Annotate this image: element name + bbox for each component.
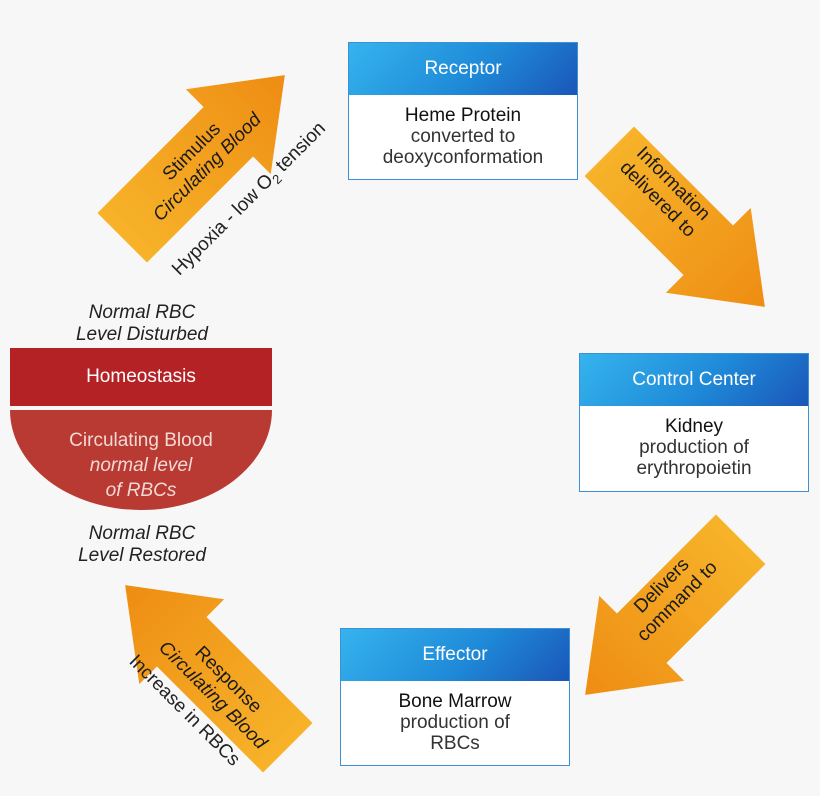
disturbed-line2: Level Disturbed: [75, 324, 209, 345]
control-center-box: Control Center Kidney production of eryt…: [579, 353, 809, 492]
delivers-arrow: [585, 514, 766, 695]
homeostasis-line1: Circulating Blood: [69, 430, 213, 451]
stimulus-arrow: [97, 75, 285, 263]
homeostasis-shape: [10, 348, 272, 510]
restored-note: Normal RBC Level Restored: [22, 523, 262, 567]
effector-line3: RBCs: [430, 733, 480, 754]
receptor-title: Receptor: [349, 43, 577, 95]
homeostasis-body: Circulating Blood normal level of RBCs: [10, 428, 272, 503]
control-center-line2: production of: [639, 437, 749, 458]
receptor-line2: converted to: [410, 126, 516, 147]
homeostasis-line2: normal level: [89, 455, 193, 476]
control-center-title: Control Center: [580, 354, 808, 406]
information-arrow: [584, 126, 765, 307]
control-center-line1: Kidney: [664, 416, 724, 437]
disturbed-line1: Normal RBC: [88, 302, 196, 323]
receptor-line1: Heme Protein: [404, 105, 522, 126]
receptor-box: Receptor Heme Protein converted to deoxy…: [348, 42, 578, 180]
homeostasis-line3: of RBCs: [105, 480, 177, 501]
disturbed-note: Normal RBC Level Disturbed: [22, 302, 262, 346]
response-arrow: [125, 585, 313, 773]
effector-box: Effector Bone Marrow production of RBCs: [340, 628, 570, 766]
restored-line2: Level Restored: [78, 545, 206, 566]
control-center-line3: erythropoietin: [636, 458, 752, 479]
homeostasis-title: Homeostasis: [86, 366, 196, 387]
receptor-line3: deoxyconformation: [382, 147, 544, 168]
restored-line1: Normal RBC: [88, 523, 196, 544]
effector-title: Effector: [341, 629, 569, 681]
effector-line2: production of: [400, 712, 510, 733]
effector-line1: Bone Marrow: [398, 691, 512, 712]
